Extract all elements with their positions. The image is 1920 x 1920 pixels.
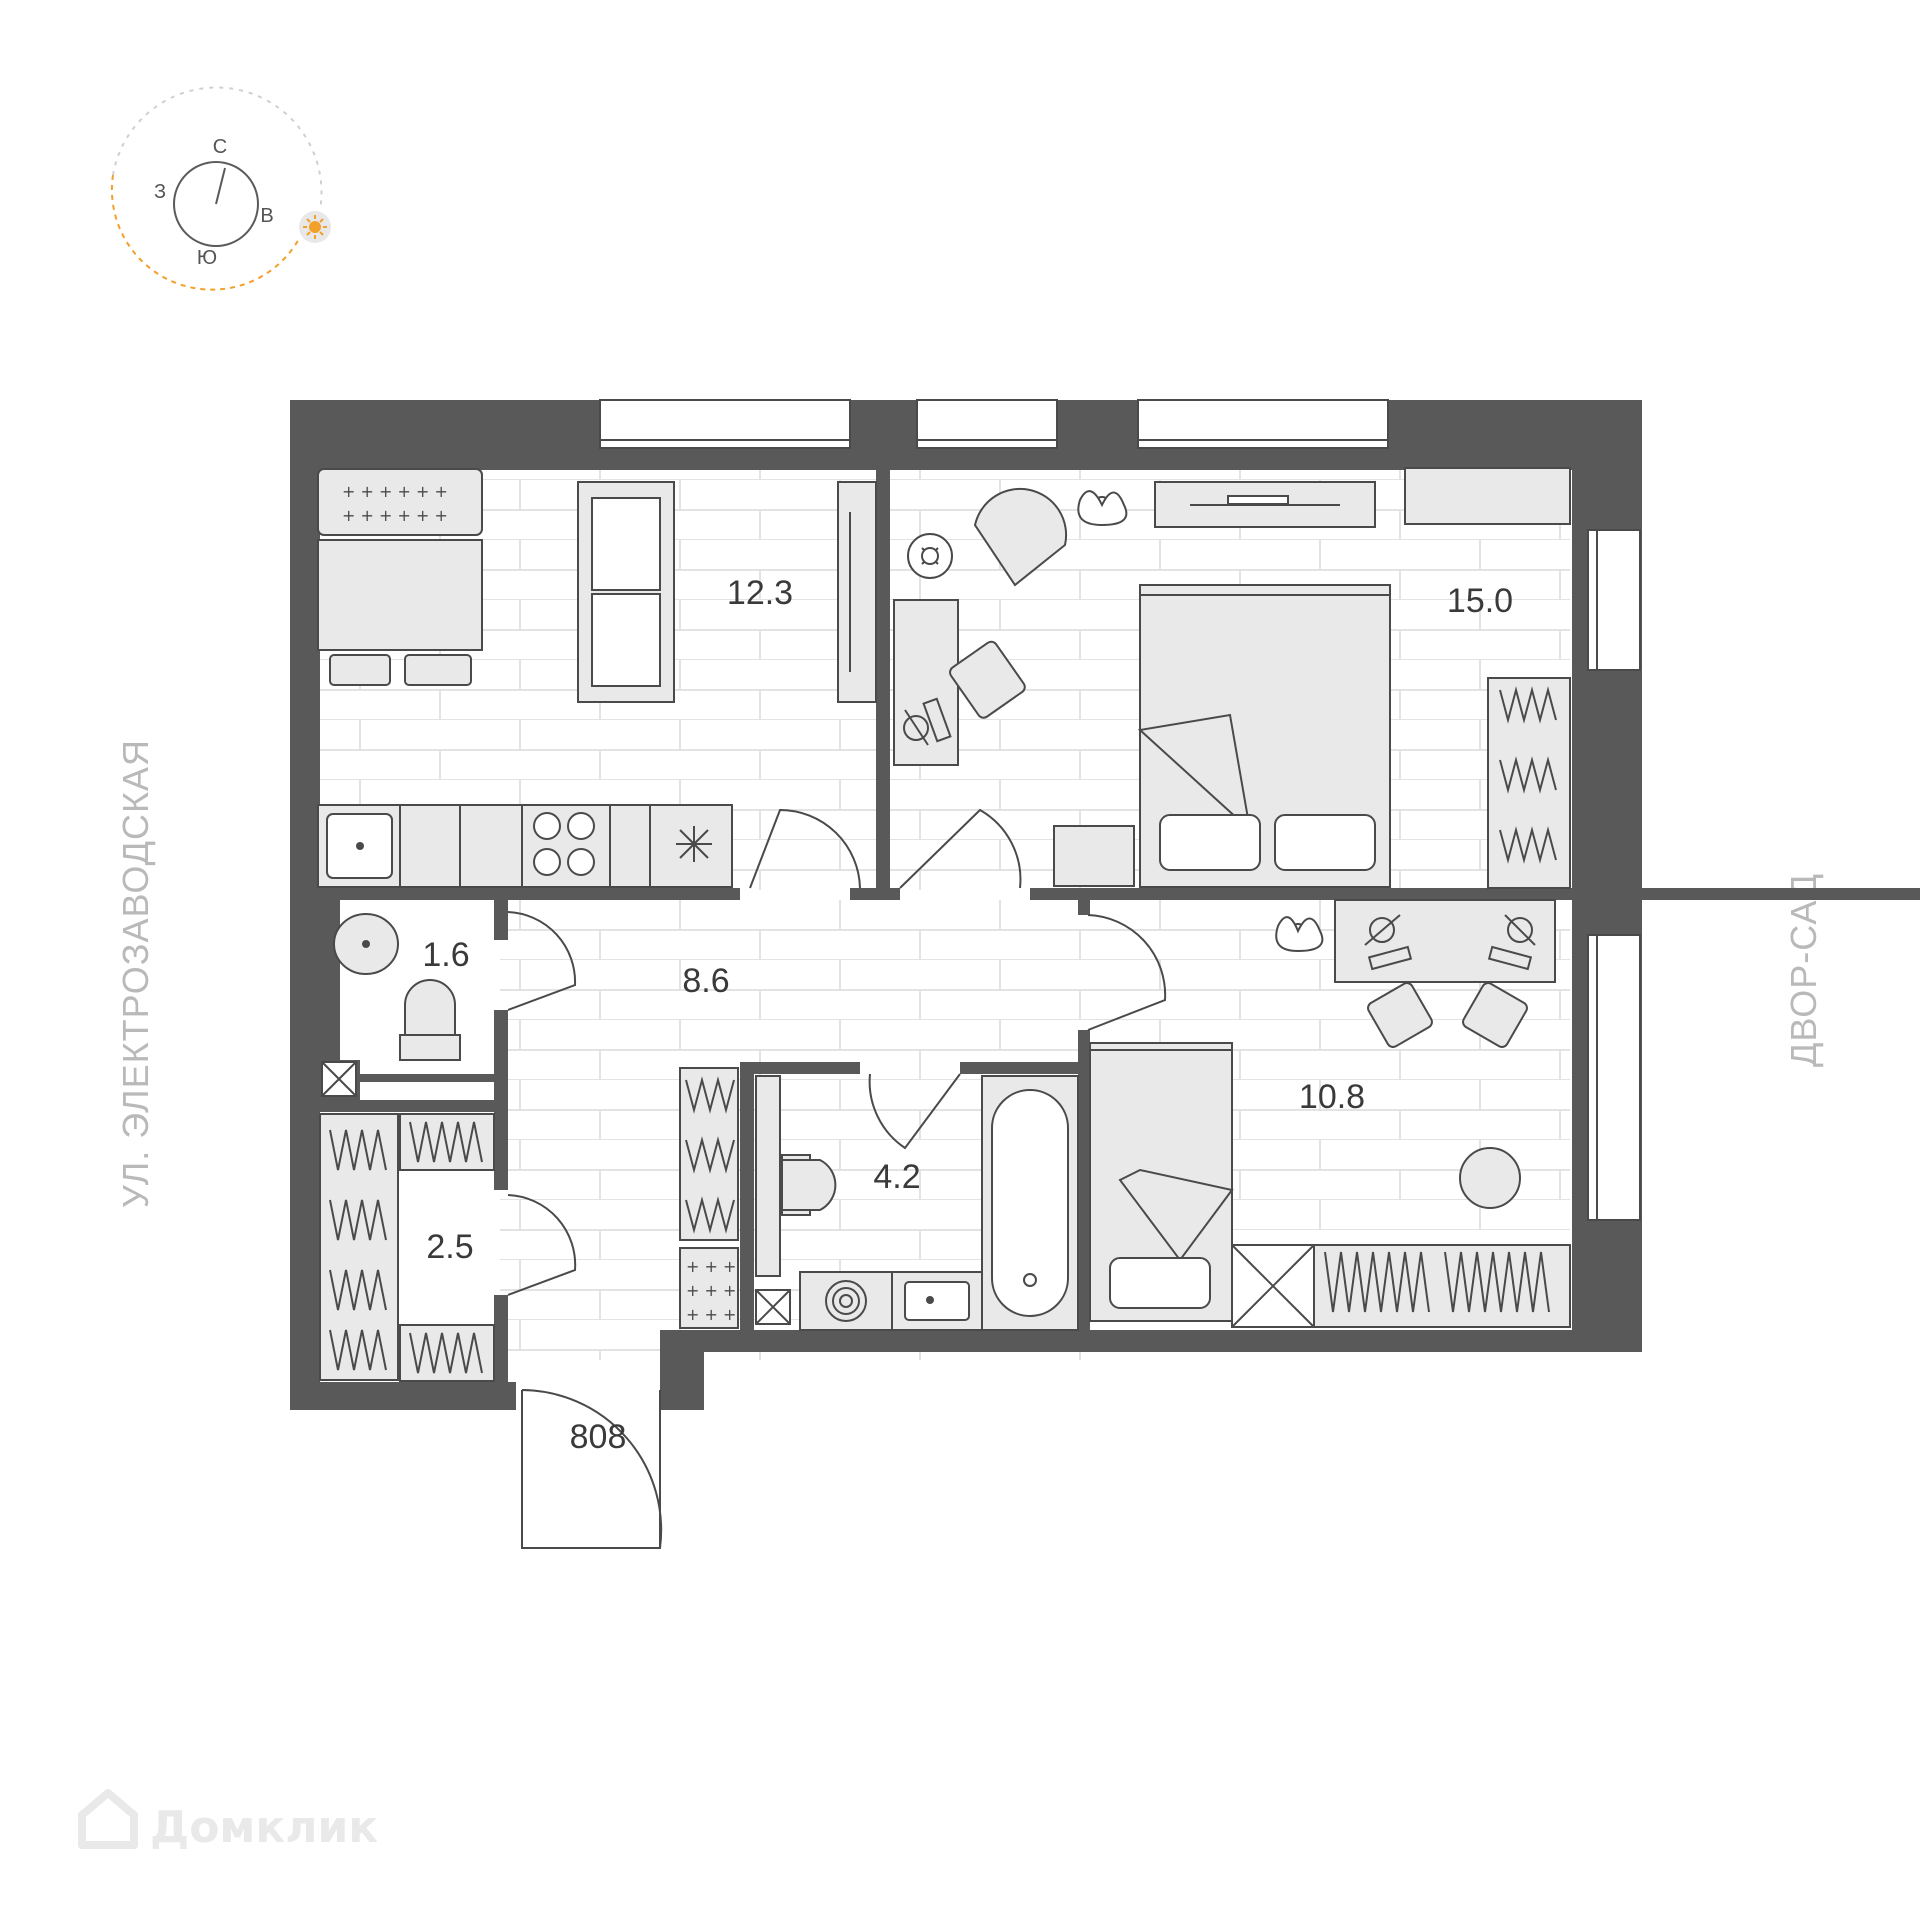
bedroom-door: [899, 808, 1022, 889]
dishwasher-top: [317, 468, 483, 536]
watermark-brand: Домклик: [150, 1802, 378, 1853]
closet-room: 2.5: [319, 1113, 577, 1382]
street-label-right: ДВОР-САД: [1783, 873, 1824, 1067]
watermark: Домклик: [78, 1789, 378, 1853]
svg-text:+ + + + + +: + + + + + +: [342, 506, 448, 525]
entrance-door: [521, 1389, 663, 1549]
chair: [1367, 982, 1433, 1048]
hallway: + + + + + + + + + 8.6 808: [521, 914, 1167, 1549]
room-area-bedroom-large: 15.0: [1447, 582, 1513, 620]
blanket: [1118, 1168, 1234, 1262]
kitchen-door: [749, 808, 861, 889]
bath-cabinet: [755, 1075, 781, 1277]
round-table: [1459, 1147, 1521, 1209]
compass-east: В: [260, 205, 273, 227]
bathroom: 4.2: [755, 1073, 1079, 1331]
closet-door: [507, 1194, 577, 1296]
svg-text:+ + +: + + +: [686, 1305, 736, 1324]
sun-path-arc-gray: [112, 86, 323, 211]
svg-text:+ + + + + +: + + + + + +: [342, 482, 448, 501]
dining-table: [317, 539, 483, 651]
desk: [893, 599, 959, 766]
compass-west: З: [154, 181, 166, 203]
nightstand: [1053, 825, 1135, 887]
compass-dial: [173, 161, 259, 247]
wardrobe-hatch: [1499, 686, 1557, 864]
shoe-rack: [679, 1247, 739, 1329]
room-area-hall: 8.6: [682, 962, 729, 1000]
kitchen-living-room: + + + + + + + + + + + + 12.3: [317, 468, 877, 889]
dots-grid: + + + + + + + + + + + +: [342, 482, 448, 525]
sun-icon: [299, 211, 331, 243]
bedroom-large: 15.0: [893, 467, 1571, 889]
desk-items: [903, 697, 952, 746]
wc-room: 1.6: [321, 911, 577, 1097]
room-area-kitchen-living: 12.3: [727, 574, 793, 612]
armchair: [973, 487, 1068, 587]
street-label-left: УЛ. ЭЛЕКТРОЗАВОДСКАЯ: [115, 739, 156, 1208]
wc-door: [507, 911, 577, 1011]
svg-text:+ + +: + + +: [686, 1281, 736, 1300]
washer-drum-icon: [825, 1280, 867, 1322]
room-area-bedroom-small: 10.8: [1299, 1078, 1365, 1116]
room-area-bathroom: 4.2: [873, 1158, 920, 1196]
compass-south: Ю: [197, 247, 217, 269]
svg-text:+ + +: + + +: [686, 1257, 736, 1276]
closet-wardrobe-left: [319, 1113, 399, 1381]
chair: [1462, 982, 1528, 1048]
bathroom-door: [868, 1073, 961, 1150]
pillow: [1109, 1257, 1211, 1309]
compass-needle: [215, 167, 226, 205]
house-icon: [78, 1789, 138, 1849]
wardrobe: [1487, 677, 1571, 889]
room-area-closet: 2.5: [426, 1228, 473, 1266]
plant-icon: [1275, 916, 1324, 953]
pillow: [1159, 814, 1261, 871]
toilet: [404, 979, 456, 1036]
compass-north: С: [213, 136, 227, 158]
windows: [599, 399, 1641, 1221]
bedroom-small: 10.8: [1089, 899, 1571, 1328]
apartment-number: 808: [570, 1418, 627, 1456]
pillow: [1274, 814, 1376, 871]
blanket: [1137, 713, 1252, 833]
chair: [329, 654, 391, 686]
shelf: [1404, 467, 1571, 525]
plant-icon: [1077, 490, 1128, 527]
fridge-icon: [676, 826, 712, 862]
chair: [404, 654, 472, 686]
toilet-tank: [399, 1034, 461, 1061]
sun-path-arc: [110, 174, 301, 291]
desk-chair: [949, 640, 1026, 719]
stove-icon: [533, 812, 595, 876]
room-area-wc: 1.6: [422, 936, 469, 974]
hall-door-right: [1087, 914, 1167, 1031]
toilet: [781, 1159, 837, 1211]
compass: С З В Ю: [110, 86, 331, 291]
tv-stand: [837, 481, 877, 703]
